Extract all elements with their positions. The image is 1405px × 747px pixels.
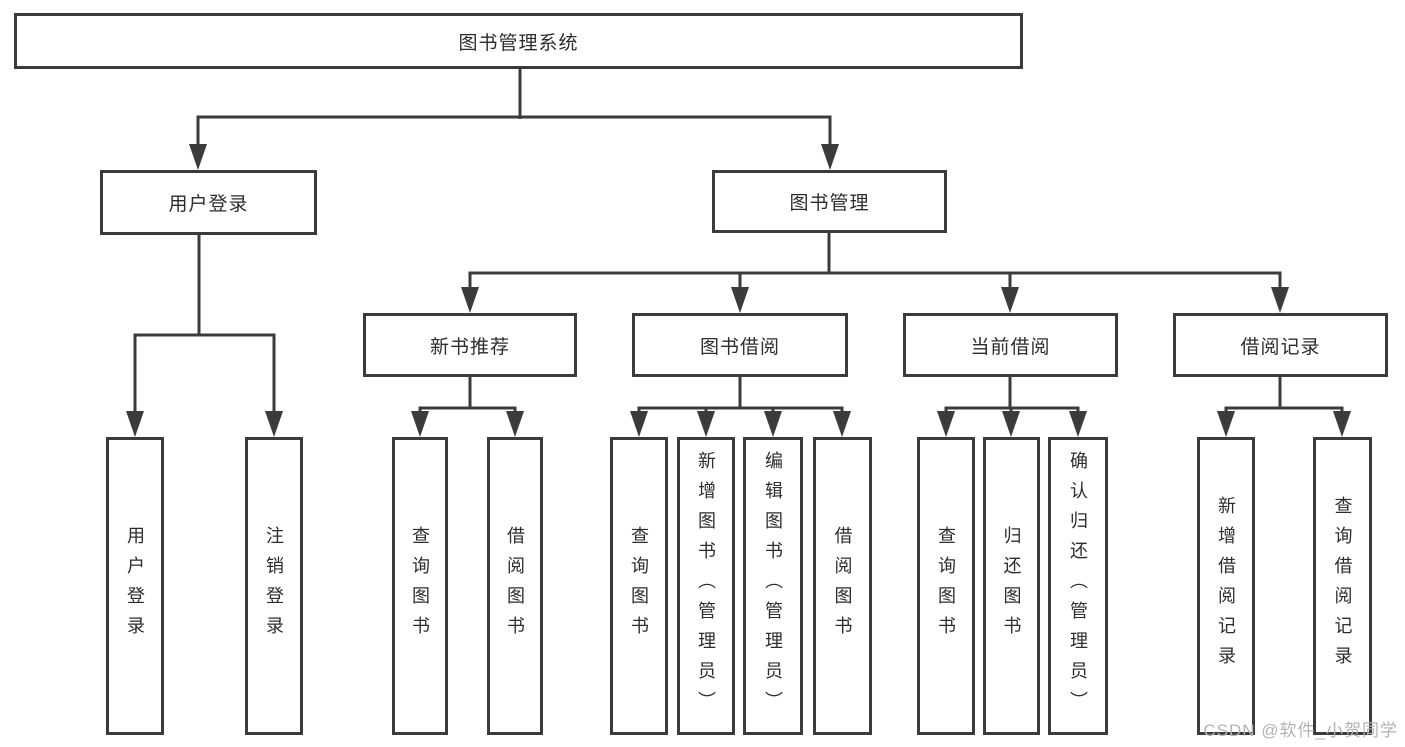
arrow-down-icon <box>265 411 283 437</box>
node-book-borrowing: 图书借阅 <box>632 313 848 377</box>
arrow-down-icon <box>1069 411 1087 437</box>
arrow-down-icon <box>1217 411 1235 437</box>
arrow-down-icon <box>1001 287 1019 313</box>
node-book-management: 图书管理 <box>712 170 947 233</box>
leaf-label: 查询图书 <box>410 526 430 646</box>
node-label: 图书管理系统 <box>458 32 579 54</box>
leaf-label: 注销登录 <box>264 526 284 646</box>
node-label: 借阅记录 <box>1240 336 1321 358</box>
leaf-label: 查询图书 <box>936 526 956 646</box>
leaf-label: 借阅图书 <box>505 526 525 646</box>
arrow-down-icon <box>764 411 782 437</box>
arrow-down-icon <box>1271 287 1289 313</box>
arrow-down-icon <box>833 411 851 437</box>
leaf-confirm-return-admin: 确认归还（管理员） <box>1048 437 1108 735</box>
node-label: 图书管理 <box>789 193 870 214</box>
leaf-label: 查询借阅记录 <box>1332 496 1353 676</box>
csdn-watermark: CSDN @软件_小贺同学 <box>1203 721 1398 740</box>
node-label: 图书借阅 <box>699 336 780 358</box>
leaf-add-books-admin: 新增图书（管理员） <box>677 437 735 735</box>
arrow-down-icon <box>630 411 648 437</box>
arrow-down-icon <box>506 411 524 437</box>
node-current-borrowing: 当前借阅 <box>903 313 1118 377</box>
node-borrowing-records: 借阅记录 <box>1173 313 1388 377</box>
arrow-down-icon <box>731 287 749 313</box>
leaf-borrow-books-borrowing: 借阅图书 <box>813 437 872 735</box>
arrowheads <box>126 144 1351 437</box>
leaf-query-books-borrowing: 查询图书 <box>610 437 668 735</box>
arrow-down-icon <box>189 144 207 170</box>
leaf-label: 借阅图书 <box>832 526 853 646</box>
node-new-book-recommend: 新书推荐 <box>363 313 577 377</box>
arrow-down-icon <box>1002 411 1020 437</box>
leaf-label: 用户登录 <box>125 526 145 646</box>
arrow-down-icon <box>937 411 955 437</box>
node-label: 当前借阅 <box>970 336 1051 358</box>
node-label: 新书推荐 <box>429 336 510 358</box>
leaf-label: 确认归还（管理员） <box>1068 451 1088 721</box>
leaf-return-books: 归还图书 <box>983 437 1040 735</box>
leaf-edit-books-admin: 编辑图书（管理员） <box>743 437 803 735</box>
leaf-logout: 注销登录 <box>245 437 303 735</box>
node-user-login: 用户登录 <box>100 170 317 235</box>
arrow-down-icon <box>411 411 429 437</box>
leaf-add-borrow-record: 新增借阅记录 <box>1197 437 1255 735</box>
arrow-down-icon <box>1333 411 1351 437</box>
leaf-query-books-recommend: 查询图书 <box>392 437 448 735</box>
leaf-borrow-books-recommend: 借阅图书 <box>487 437 543 735</box>
arrow-down-icon <box>126 411 144 437</box>
arrow-down-icon <box>461 287 479 313</box>
leaf-label: 归还图书 <box>1001 526 1022 646</box>
leaf-label: 新增图书（管理员） <box>696 451 716 721</box>
leaf-label: 查询图书 <box>629 526 649 646</box>
leaf-label: 新增借阅记录 <box>1216 496 1236 676</box>
leaf-query-books-current: 查询图书 <box>917 437 975 735</box>
node-library-system: 图书管理系统 <box>14 13 1023 69</box>
leaf-query-borrow-record: 查询借阅记录 <box>1313 437 1372 735</box>
leaf-user-login: 用户登录 <box>106 437 164 735</box>
leaf-label: 编辑图书（管理员） <box>763 451 783 721</box>
node-label: 用户登录 <box>168 194 249 215</box>
arrow-down-icon <box>697 411 715 437</box>
arrow-down-icon <box>821 144 839 170</box>
